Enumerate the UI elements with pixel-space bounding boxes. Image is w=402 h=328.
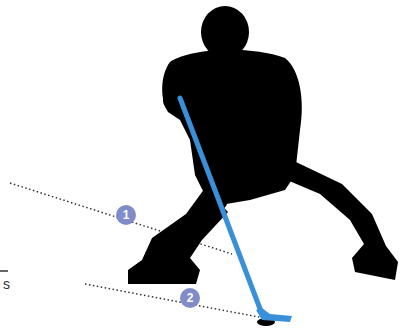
left-leg [128, 188, 228, 284]
right-leg [268, 162, 398, 280]
cropped-text: s [3, 276, 10, 292]
hockey-stick [180, 98, 292, 322]
callout-number: 2 [181, 289, 199, 307]
stick-shaft [180, 98, 262, 314]
upper-glove [163, 87, 193, 113]
callout-circles [116, 205, 200, 308]
stick-blade [256, 308, 292, 322]
leader-line [85, 284, 264, 318]
callout-number: 1 [117, 206, 135, 224]
callout-circle [180, 288, 200, 308]
player-silhouette [128, 6, 398, 326]
callout-circle [116, 205, 136, 225]
cropped-dash [0, 270, 8, 272]
